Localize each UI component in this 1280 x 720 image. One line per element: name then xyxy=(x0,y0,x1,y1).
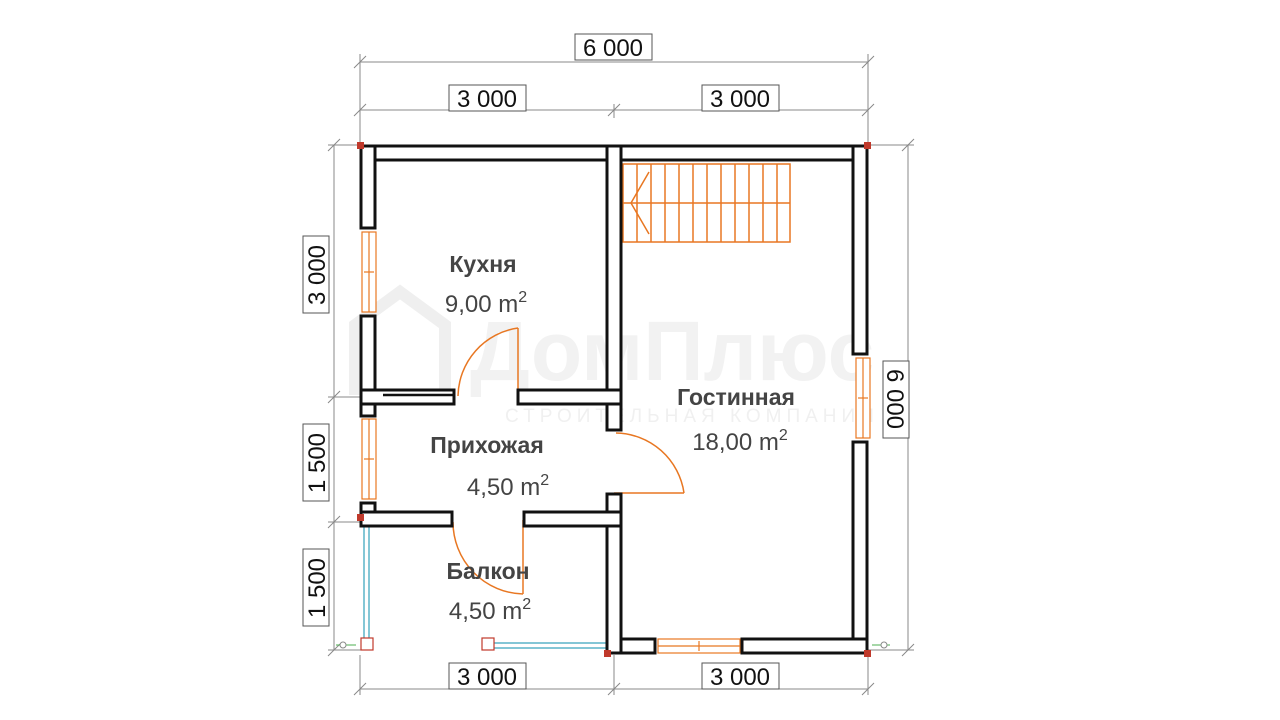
room-kitchen: Кухня 9,00 m2 xyxy=(445,251,527,318)
dim-right-total: 6 000 xyxy=(881,369,908,429)
room-living-name: Гостинная xyxy=(677,384,795,410)
wall-bottom-living-right xyxy=(740,637,869,655)
window-living-right xyxy=(855,357,871,439)
room-kitchen-area: 9,00 m2 xyxy=(445,289,527,318)
dim-left-lower: 1 500 xyxy=(304,558,331,618)
level-markers xyxy=(336,641,890,649)
room-balcony: Балкон 4,50 m2 xyxy=(446,558,531,625)
wall-center-upper xyxy=(605,144,623,432)
room-balcony-name: Балкон xyxy=(446,558,529,584)
room-kitchen-area-value: 9,00 m xyxy=(445,291,518,318)
window-hall xyxy=(361,418,377,500)
room-hall-name: Прихожая xyxy=(430,432,543,458)
wall-right-lower xyxy=(851,440,869,655)
wall-center-lower xyxy=(605,492,623,655)
room-living-area: 18,00 m2 xyxy=(692,427,788,456)
room-hall-area-value: 4,50 m xyxy=(467,474,540,501)
wall-openings xyxy=(363,148,865,651)
balcony-railing xyxy=(363,524,612,649)
windows xyxy=(361,231,871,654)
room-hall-area: 4,50 m2 xyxy=(467,472,549,501)
dim-top-right: 3 000 xyxy=(710,86,770,113)
wall-left-upper xyxy=(359,144,377,230)
wall-balcony-left xyxy=(359,510,454,528)
dim-left-upper: 3 000 xyxy=(304,245,331,305)
door-living xyxy=(614,432,685,494)
wall-kitchen-right xyxy=(516,388,623,406)
corner-markers xyxy=(357,142,871,657)
window-living-bottom xyxy=(657,638,741,654)
staircase xyxy=(622,163,791,243)
wall-right-upper xyxy=(851,144,869,356)
house-logo-icon xyxy=(349,284,451,395)
door-kitchen xyxy=(457,327,519,398)
wall-balcony-right xyxy=(522,510,623,528)
room-kitchen-name: Кухня xyxy=(449,251,516,277)
dim-left-middle: 1 500 xyxy=(304,433,331,493)
dimension-labels: 6 000 3 000 3 000 3 000 3 000 3 000 1 50… xyxy=(302,33,910,691)
dim-top-total: 6 000 xyxy=(583,35,643,62)
room-living-area-sup: 2 xyxy=(779,427,788,444)
railing-posts xyxy=(360,637,495,651)
dim-top-left: 3 000 xyxy=(457,86,517,113)
watermark-tagline: СТРОИТЕЛЬНАЯ КОМПАНИЯ xyxy=(505,406,879,427)
room-balcony-area-value: 4,50 m xyxy=(449,598,522,625)
watermark-brand: ДомПлюс xyxy=(470,304,874,398)
wall-kitchen-left xyxy=(359,388,456,406)
room-hall-area-sup: 2 xyxy=(540,472,549,489)
dim-bottom-left: 3 000 xyxy=(457,664,517,691)
room-balcony-area: 4,50 m2 xyxy=(449,596,531,625)
window-kitchen xyxy=(361,231,377,313)
doors xyxy=(452,327,685,595)
room-balcony-area-sup: 2 xyxy=(522,596,531,613)
room-hall: Прихожая 4,50 m2 xyxy=(430,432,549,501)
room-living-area-value: 18,00 m xyxy=(692,429,779,456)
dim-bottom-right: 3 000 xyxy=(710,664,770,691)
room-kitchen-area-sup: 2 xyxy=(518,289,527,306)
door-balcony xyxy=(452,520,524,595)
room-living: Гостинная 18,00 m2 xyxy=(677,384,795,456)
watermark: ДомПлюс СТРОИТЕЛЬНАЯ КОМПАНИЯ xyxy=(349,284,879,427)
